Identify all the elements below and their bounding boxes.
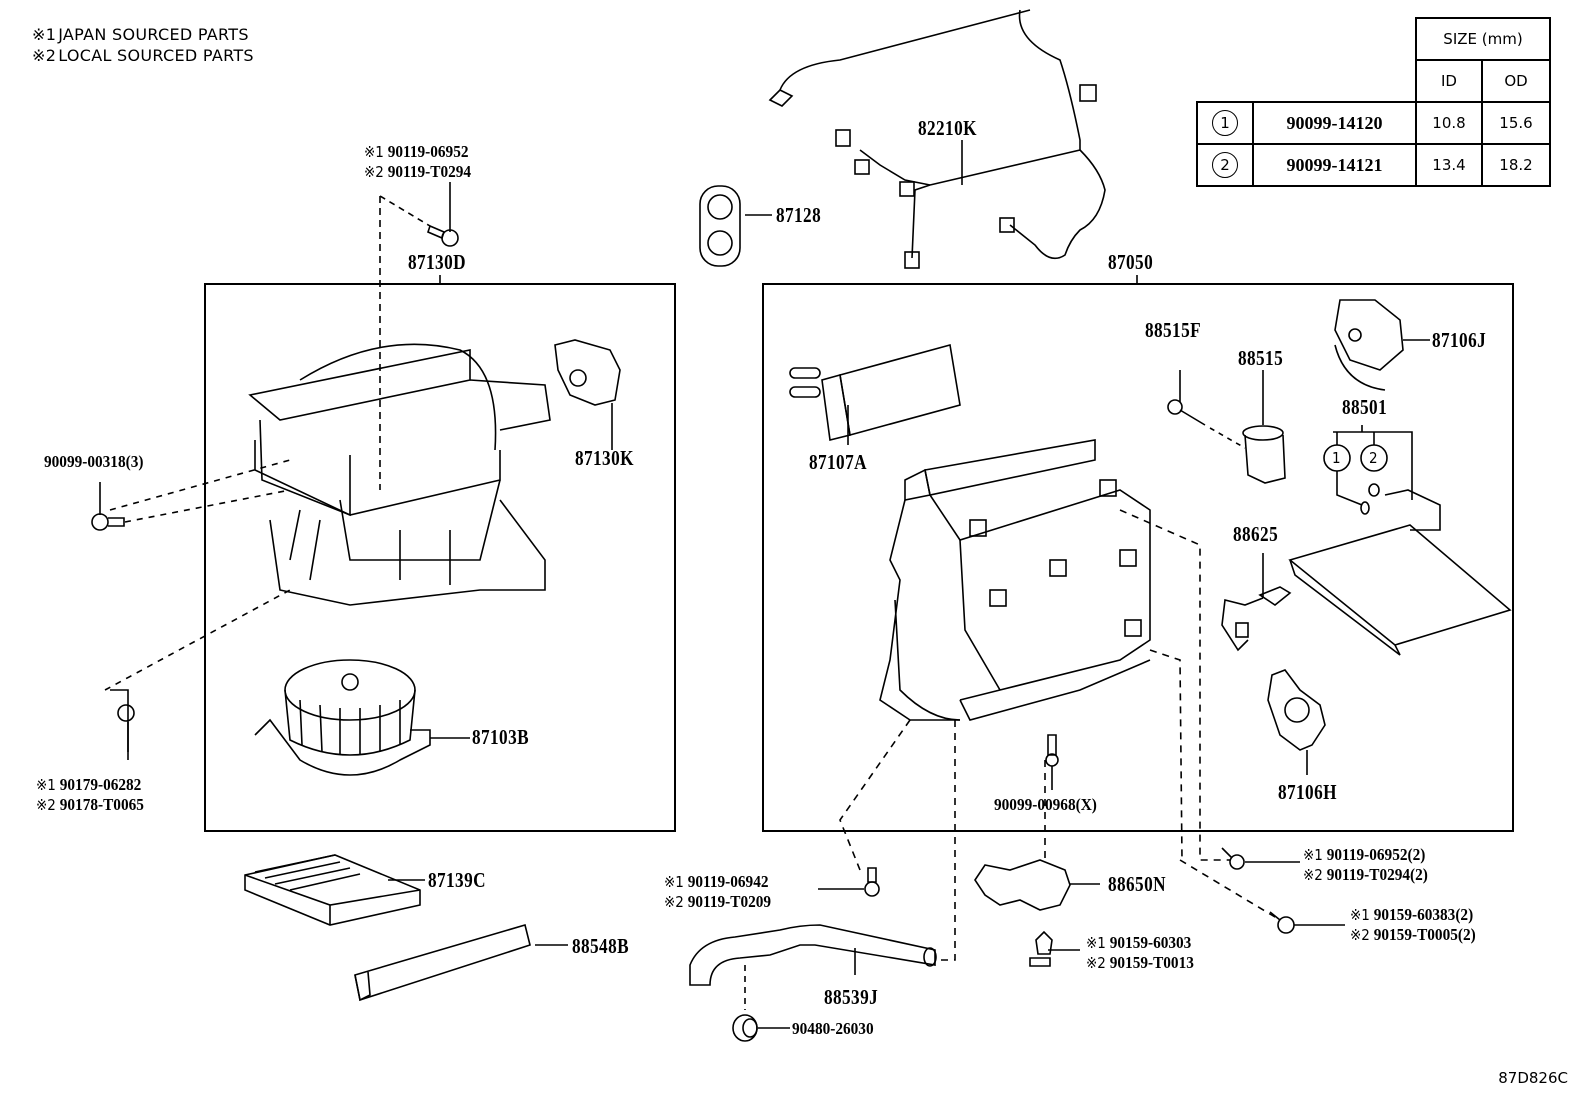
part-label-87103B[interactable]: 87103B — [472, 725, 530, 749]
part-label-88625[interactable]: 88625 — [1233, 522, 1279, 546]
screw-icon — [1029, 930, 1080, 967]
part-label-82210K[interactable]: 82210K — [918, 116, 977, 140]
drain-hose-icon — [689, 924, 937, 986]
hvac-case-icon — [879, 439, 1151, 721]
grommet-icon — [699, 185, 772, 267]
expansion-valve-icon — [1242, 370, 1286, 484]
part-label-90119-06952-2[interactable]: ※1 90119-06952(2) ※2 90119-T0294(2) — [1303, 845, 1428, 884]
heater-core-icon — [789, 343, 961, 445]
screw-icon — [1269, 911, 1345, 934]
size-header: SIZE (mm) — [1415, 17, 1551, 61]
filter-element-icon — [354, 923, 568, 1002]
col-od: OD — [1481, 59, 1551, 103]
heater-unit-frame — [762, 283, 1514, 832]
blower-motor-icon — [254, 659, 470, 776]
part-label-87106J[interactable]: 87106J — [1432, 328, 1487, 352]
part-number-link[interactable]: 90099-14121 — [1252, 143, 1417, 187]
part-label-87139C[interactable]: 87139C — [428, 868, 486, 892]
size-table: SIZE (mm) ID OD 1 90099-14120 10.8 15.6 … — [1196, 17, 1551, 187]
table-row: 2 90099-14121 13.4 18.2 — [1196, 143, 1551, 187]
part-label-90159-60303[interactable]: ※1 90159-60303 ※2 90159-T0013 — [1086, 933, 1194, 972]
ref-circle-2: 2 — [1369, 449, 1378, 467]
part-label-87106H[interactable]: 87106H — [1278, 780, 1337, 804]
blower-case-icon — [248, 343, 551, 606]
part-label-88650N[interactable]: 88650N — [1108, 872, 1166, 896]
part-label-88501[interactable]: 88501 — [1342, 395, 1388, 419]
wire-harness-icon — [768, 9, 1106, 269]
grommet-icon — [732, 1014, 790, 1042]
part-label-90480-26030[interactable]: 90480-26030 — [792, 1019, 874, 1038]
bolt-icon — [818, 867, 880, 897]
servo-motor-icon — [554, 339, 621, 450]
bolt-icon — [1167, 370, 1206, 426]
part-label-90159-60383[interactable]: ※1 90159-60383(2) ※2 90159-T0005(2) — [1350, 905, 1476, 944]
part-label-90119-06942[interactable]: ※1 90119-06942 ※2 90119-T0209 — [664, 872, 772, 911]
part-label-87107A[interactable]: 87107A — [809, 450, 867, 474]
part-label-88515F[interactable]: 88515F — [1145, 318, 1202, 342]
part-label-90179-06282[interactable]: ※1 90179-06282 ※2 90178-T0065 — [36, 775, 144, 814]
part-label-88515[interactable]: 88515 — [1238, 346, 1284, 370]
bolt-icon — [427, 182, 459, 247]
part-label-87130K[interactable]: 87130K — [575, 446, 634, 470]
ref-circle-1: 1 — [1332, 449, 1341, 467]
bracket-icon — [974, 859, 1100, 911]
col-id: ID — [1415, 59, 1483, 103]
screw-icon — [91, 482, 125, 531]
part-label-90099-00968[interactable]: 90099-00968(X) — [994, 795, 1097, 814]
part-label-88548B[interactable]: 88548B — [572, 934, 630, 958]
part-label-87130D[interactable]: 87130D — [408, 250, 466, 274]
ref-circle: 2 — [1212, 152, 1238, 178]
part-label-88539J[interactable]: 88539J — [824, 985, 879, 1009]
blower-unit-frame — [204, 283, 676, 832]
part-label-90099-00318[interactable]: 90099-00318(3) — [44, 452, 144, 471]
cabin-filter-icon — [244, 854, 425, 926]
ref-circle: 1 — [1212, 110, 1238, 136]
damper-actuator-icon — [1334, 299, 1430, 391]
part-number-link[interactable]: 90099-14120 — [1252, 101, 1417, 145]
diagram-reference-code: 87D826C — [1498, 1069, 1568, 1087]
evaporator-icon — [1288, 425, 1512, 656]
part-label-87050[interactable]: 87050 — [1108, 250, 1154, 274]
part-label-90119-06952[interactable]: ※1 90119-06952 ※2 90119-T0294 — [364, 142, 472, 181]
table-row: 1 90099-14120 10.8 15.6 — [1196, 101, 1551, 145]
temperature-sensor-icon — [1221, 553, 1292, 652]
nut-icon — [110, 689, 135, 760]
bolt-icon — [1221, 847, 1300, 870]
damper-actuator-icon — [1267, 669, 1326, 775]
screw-icon — [1045, 734, 1059, 790]
part-label-87128[interactable]: 87128 — [776, 203, 822, 227]
